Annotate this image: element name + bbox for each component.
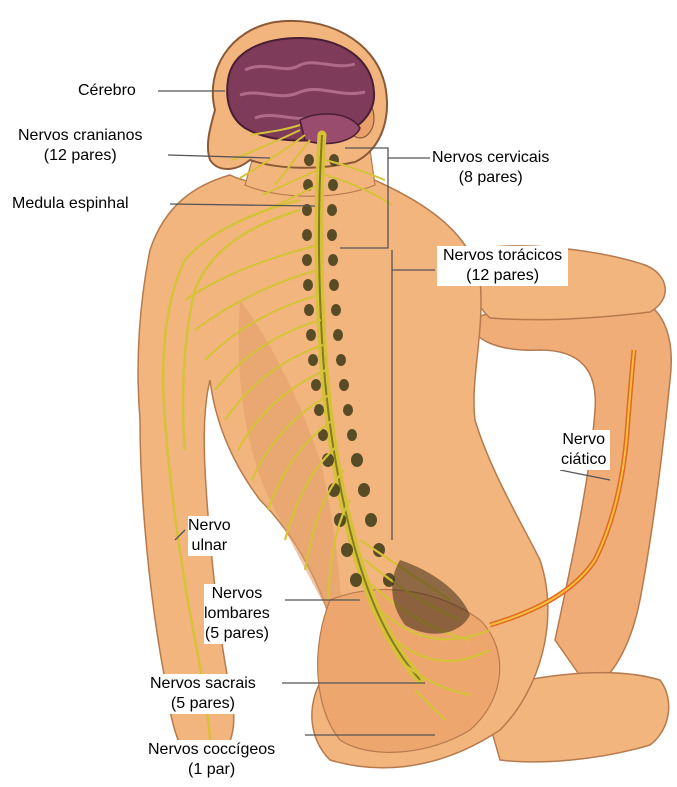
label-nervo-ulnar: Nervo ulnar <box>188 516 231 556</box>
label-nervo-ciatico: Nervo ciático <box>557 430 610 470</box>
label-nervos-coccigeos: Nervos coccígeos (1 par) <box>148 740 275 780</box>
label-cerebro: Cérebro <box>78 81 136 101</box>
label-nervos-cervicais: Nervos cervicais (8 pares) <box>432 148 549 188</box>
label-nervos-lombares: Nervos lombares (5 pares) <box>204 584 270 644</box>
label-nervos-cranianos: Nervos cranianos (12 pares) <box>18 126 143 166</box>
label-medula-espinhal: Medula espinhal <box>12 194 129 214</box>
label-nervos-toracicos: Nervos torácicos (12 pares) <box>437 246 568 286</box>
label-nervos-sacrais: Nervos sacrais (5 pares) <box>150 674 256 714</box>
